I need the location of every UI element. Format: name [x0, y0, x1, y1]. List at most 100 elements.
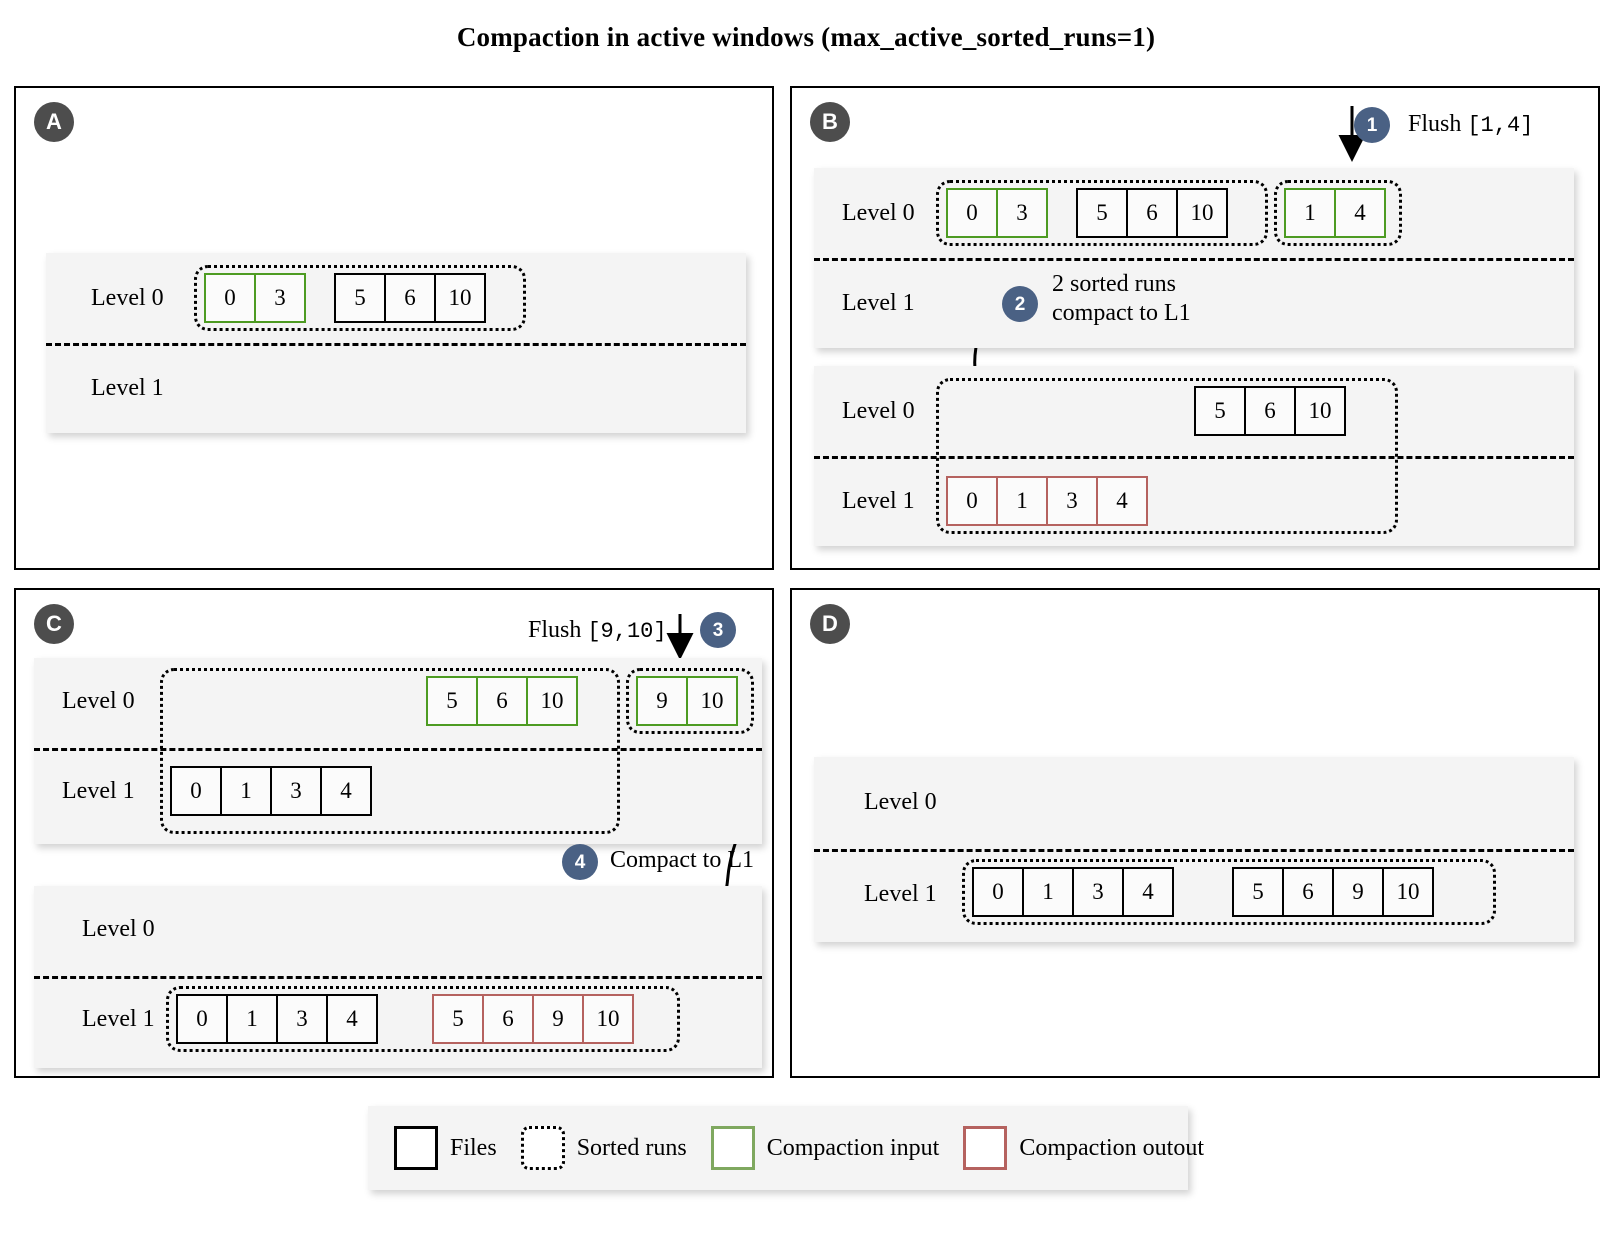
panel-a-level-band: Level 0 Level 1 0 3 5 6 10: [46, 253, 746, 433]
panel-d-badge: D: [810, 604, 850, 644]
level1-label: Level 1: [82, 1006, 155, 1032]
level-separator: [814, 849, 1574, 852]
level1-label: Level 1: [62, 778, 135, 804]
file-cell: 9: [1332, 867, 1384, 917]
legend-label: Compaction input: [766, 1134, 940, 1161]
panel-b-badge: B: [810, 102, 850, 142]
level-separator: [34, 748, 762, 751]
page-title: Compaction in active windows (max_active…: [456, 22, 1156, 52]
file-cell: 10: [1382, 867, 1434, 917]
file-cell: 4: [320, 766, 372, 816]
legend-swatch-sorted-runs: [520, 1126, 565, 1170]
legend-label: Sorted runs: [576, 1134, 687, 1161]
note-line-2: compact to L1: [1052, 299, 1191, 326]
file-cell: 3: [276, 994, 328, 1044]
file-cell: 1: [1022, 867, 1074, 917]
level0-label: Level 0: [842, 200, 915, 226]
legend-swatch-compaction-input: [710, 1126, 755, 1170]
file-cell: 5: [432, 994, 484, 1044]
level1-label: Level 1: [91, 375, 164, 401]
panel-b-bottom-band: Level 0 Level 1 5 6 10 0 1 3 4: [814, 366, 1574, 546]
legend-item-files: Files: [394, 1126, 497, 1170]
compaction-note-c: Compact to L1: [610, 847, 754, 873]
step-badge-3: 3: [700, 612, 736, 648]
file-cell: 5: [1076, 188, 1128, 238]
flush-label-c: Flush [9,10]: [528, 616, 667, 645]
panel-a-badge: A: [34, 102, 74, 142]
file-group-files: 5 6 10: [1194, 386, 1346, 436]
panel-c-top-band: Level 0 Level 1 5 6 10 9 10 0 1 3 4: [34, 658, 762, 844]
file-cell: 6: [384, 273, 436, 323]
file-group-flushed: 9 10: [636, 676, 738, 726]
file-cell: 10: [526, 676, 578, 726]
file-cell: 9: [636, 676, 688, 726]
file-cell: 10: [1294, 386, 1346, 436]
flush-label-b: Flush [1,4]: [1408, 110, 1533, 139]
file-cell: 10: [434, 273, 486, 323]
level0-label: Level 0: [842, 398, 915, 424]
legend-item-compaction-output: Compaction outout: [963, 1126, 1204, 1170]
note-line-1: 2 sorted runs: [1052, 271, 1176, 297]
level1-label: Level 1: [864, 881, 937, 907]
file-cell: 1: [226, 994, 278, 1044]
legend-item-compaction-input: Compaction input: [710, 1126, 940, 1170]
legend: Files Sorted runs Compaction input Compa…: [368, 1106, 1204, 1190]
level1-label: Level 1: [842, 488, 915, 514]
panel-d: D Level 0 Level 1 0 1 3 4 5 6 9 10: [790, 588, 1600, 1078]
file-group-compaction-input: 0 3: [204, 273, 306, 323]
file-cell: 0: [946, 188, 998, 238]
file-group-flushed: 1 4: [1284, 188, 1386, 238]
panel-d-level-band: Level 0 Level 1 0 1 3 4 5 6 9 10: [814, 757, 1574, 942]
file-cell: 3: [270, 766, 322, 816]
step-badge-2: 2: [1002, 286, 1038, 322]
level-separator: [46, 343, 746, 346]
level-separator: [34, 976, 762, 979]
file-cell: 1: [220, 766, 272, 816]
flush-range: [9,10]: [587, 619, 667, 644]
file-cell: 4: [1096, 476, 1148, 526]
file-group-compaction-input: 0 3: [946, 188, 1048, 238]
file-group-files: 0 1 3 4: [176, 994, 378, 1044]
file-cell: 10: [582, 994, 634, 1044]
level0-label: Level 0: [864, 789, 937, 815]
panel-b: B 1 Flush [1,4] Level 0 Level 1: [790, 86, 1600, 570]
file-group-compaction-output: 5 6 9 10: [432, 994, 634, 1044]
legend-item-sorted-runs: Sorted runs: [520, 1126, 687, 1170]
file-cell: 5: [1194, 386, 1246, 436]
step-badge-1: 1: [1354, 107, 1390, 143]
legend-label: Compaction outout: [1019, 1134, 1204, 1161]
file-group-compaction-input: 5 6 10: [426, 676, 578, 726]
file-cell: 6: [1282, 867, 1334, 917]
file-cell: 10: [1176, 188, 1228, 238]
file-cell: 1: [996, 476, 1048, 526]
file-cell: 4: [1334, 188, 1386, 238]
file-cell: 3: [254, 273, 306, 323]
file-cell: 6: [1126, 188, 1178, 238]
flush-word: Flush: [1408, 111, 1462, 137]
file-cell: 0: [972, 867, 1024, 917]
legend-label: Files: [450, 1134, 497, 1161]
panel-c: C Flush [9,10] 3 Level 0 Level 1: [14, 588, 774, 1078]
file-cell: 9: [532, 994, 584, 1044]
file-group-compaction-output: 0 1 3 4: [946, 476, 1148, 526]
level0-label: Level 0: [82, 916, 155, 942]
file-cell: 6: [1244, 386, 1296, 436]
level0-label: Level 0: [91, 285, 164, 311]
file-cell: 3: [996, 188, 1048, 238]
file-cell: 0: [170, 766, 222, 816]
file-cell: 3: [1072, 867, 1124, 917]
file-cell: 4: [326, 994, 378, 1044]
flush-word: Flush: [528, 617, 582, 643]
file-cell: 6: [476, 676, 528, 726]
level-separator: [814, 258, 1574, 261]
file-cell: 10: [686, 676, 738, 726]
file-cell: 5: [426, 676, 478, 726]
file-group-files: 0 1 3 4: [972, 867, 1174, 917]
level0-label: Level 0: [62, 688, 135, 714]
flush-range: [1,4]: [1467, 113, 1534, 138]
file-cell: 5: [334, 273, 386, 323]
legend-swatch-compaction-output: [963, 1126, 1008, 1170]
legend-swatch-files: [394, 1126, 438, 1170]
file-cell: 0: [946, 476, 998, 526]
